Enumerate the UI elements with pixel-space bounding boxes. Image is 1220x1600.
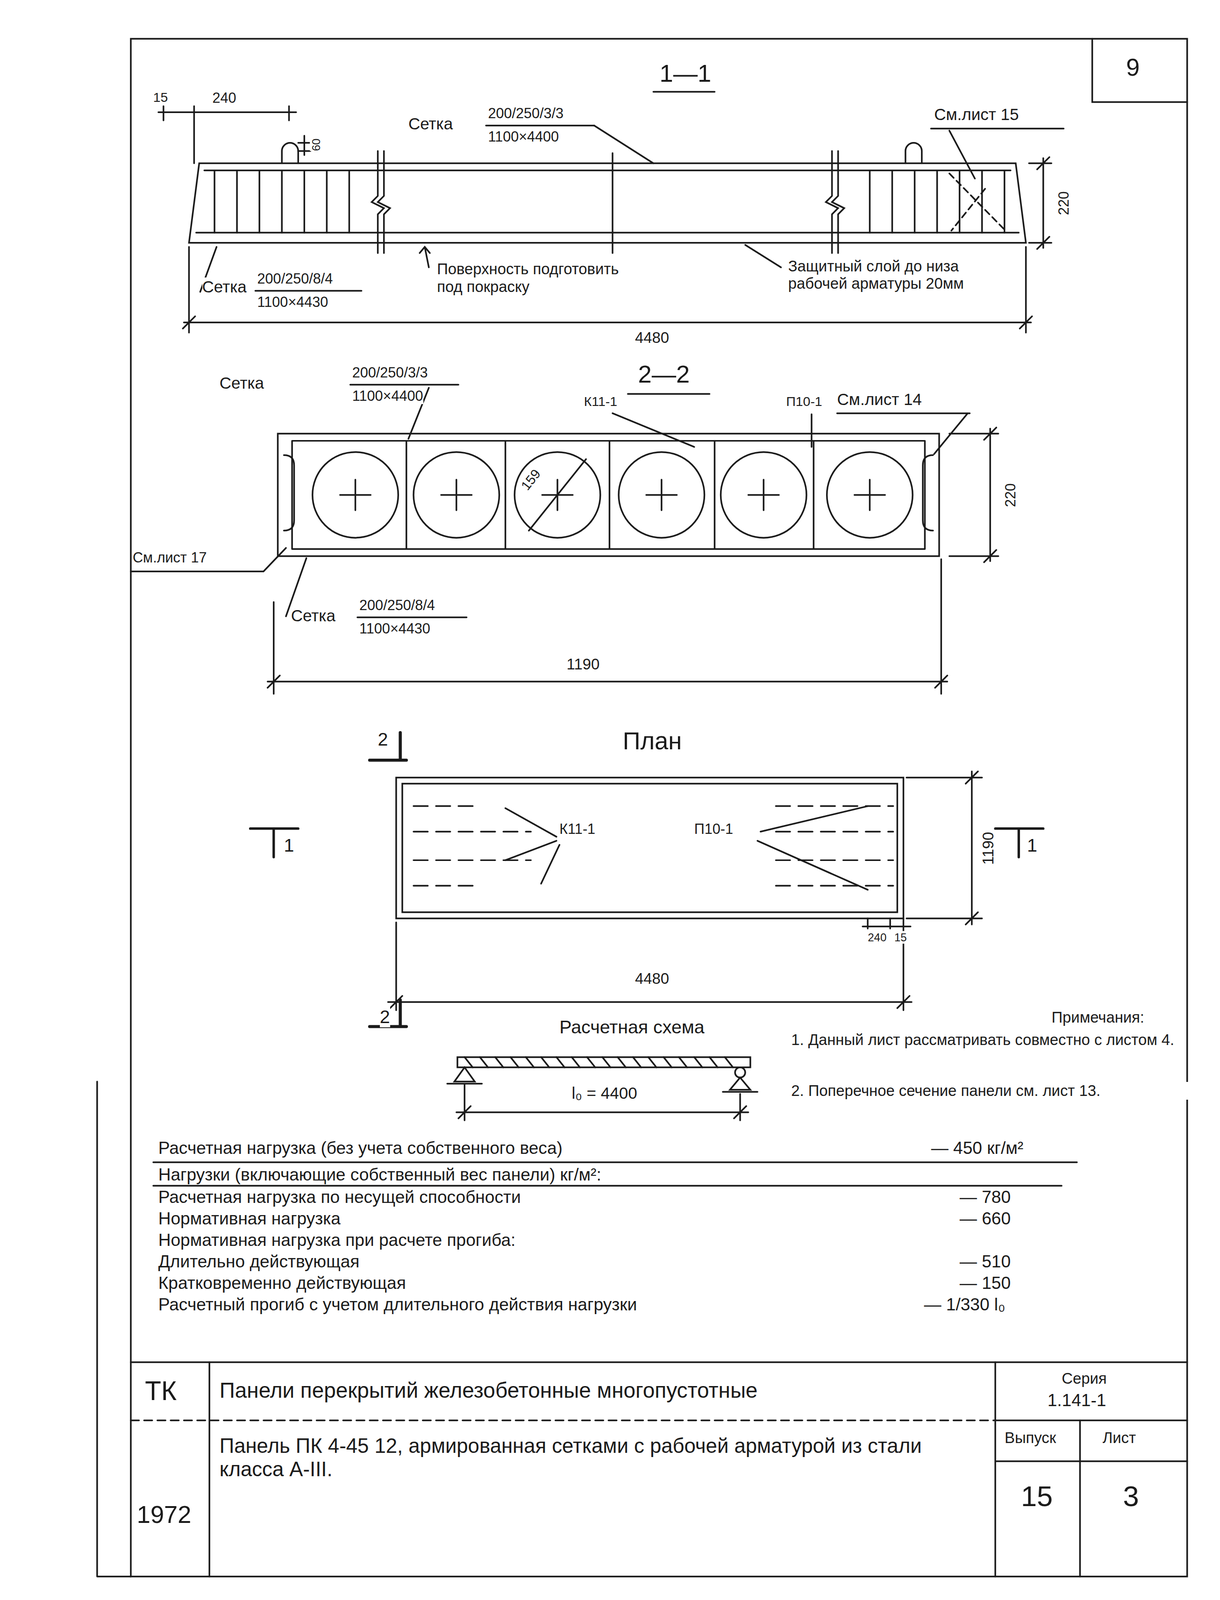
surface-note: Поверхность подготовить под покраску [436, 260, 647, 296]
view-title: План [622, 727, 682, 756]
load-value: — 450 кг/м² [931, 1138, 1024, 1159]
dimension: 220 [1002, 483, 1020, 507]
load-row: Нормативная нагрузка при расчете прогиба… [158, 1230, 516, 1251]
mesh-spec: 200/250/8/4 [257, 270, 334, 287]
load-value: — 780 [959, 1187, 1011, 1208]
section-title: 2—2 [638, 360, 691, 389]
title-cell: 1972 [136, 1500, 192, 1529]
load-row: Расчетная нагрузка (без учета собственно… [158, 1138, 563, 1159]
title-cell: 3 [1122, 1480, 1139, 1513]
dimension: 220 [1055, 191, 1072, 215]
sheet-reference: См.лист 15 [934, 105, 1019, 124]
load-row: Нормативная нагрузка [158, 1208, 341, 1229]
title-cell: Выпуск [1004, 1429, 1056, 1448]
title-cell: 1.141-1 [1047, 1390, 1107, 1411]
mesh-label: Сетка [291, 606, 336, 626]
dimension: 60 [310, 138, 324, 152]
section-mark: 2 [377, 728, 388, 750]
load-value: — 150 [959, 1273, 1011, 1294]
section-mark: 1 [283, 834, 294, 857]
load-value: — 510 [959, 1251, 1011, 1272]
sheet-number: 9 [1126, 53, 1140, 82]
mesh-size: 1100×4430 [257, 293, 329, 311]
frame-mark: П10-1 [785, 393, 822, 410]
dimension: 15 [153, 89, 169, 106]
mesh-size: 1100×4400 [352, 387, 424, 405]
frame-mark: К11-1 [584, 393, 618, 410]
section-mark: 2 [379, 1006, 391, 1028]
load-value: — 1/330 l₀ [923, 1294, 1006, 1315]
frame-mark: П10-1 [694, 820, 734, 838]
sheet-reference: См.лист 14 [837, 390, 922, 409]
dimension: 240 [212, 89, 237, 107]
span-dimension: l₀ = 4400 [571, 1084, 638, 1103]
note: 1. Данный лист рассматривать совместно с… [791, 1031, 1185, 1049]
sheet-reference: См.лист 17 [132, 549, 207, 566]
mesh-size: 1100×4400 [487, 128, 559, 145]
mesh-label: Сетка [202, 277, 247, 297]
title-cell: Серия [1061, 1369, 1107, 1388]
dimension: 4480 [634, 328, 670, 347]
load-value: — 660 [959, 1208, 1011, 1229]
load-row: Кратковременно действующая [158, 1273, 407, 1294]
section-mark: 1 [1027, 834, 1038, 857]
dimension: 240 [867, 931, 887, 945]
mesh-spec: 200/250/8/4 [359, 597, 436, 614]
title-cell: Лист [1102, 1429, 1136, 1448]
load-row: Нагрузки (включающие собственный вес пан… [158, 1164, 602, 1185]
dimension: 15 [894, 931, 907, 945]
title-cell: Панель ПК 4-45 12, армированная сетками … [219, 1434, 986, 1482]
dimension: 4480 [634, 970, 670, 988]
dimension: 1190 [979, 831, 998, 865]
load-row: Расчетный прогиб с учетом длительного де… [158, 1294, 637, 1315]
scheme-title: Расчетная схема [559, 1016, 705, 1038]
cover-note: Защитный слой до низа рабочей арматуры 2… [788, 257, 1008, 293]
mesh-label: Сетка [219, 373, 264, 393]
title-cell: 15 [1020, 1480, 1053, 1513]
mesh-label: Сетка [408, 114, 453, 134]
mesh-spec: 200/250/3/3 [487, 105, 564, 122]
mesh-size: 1100×4430 [359, 620, 431, 637]
notes-heading: Примечания: [1051, 1008, 1145, 1027]
mesh-spec: 200/250/3/3 [352, 364, 429, 381]
note: 2. Поперечное сечение панели см. лист 13… [791, 1082, 1200, 1100]
load-row: Длительно действующая [158, 1251, 360, 1272]
dimension: 1190 [566, 655, 600, 674]
title-cell: Панели перекрытий железобетонные многопу… [219, 1378, 758, 1404]
frame-mark: К11-1 [559, 820, 596, 838]
load-row: Расчетная нагрузка по несущей способност… [158, 1187, 521, 1208]
section-title: 1—1 [659, 59, 712, 88]
title-cell: ТК [144, 1376, 177, 1407]
